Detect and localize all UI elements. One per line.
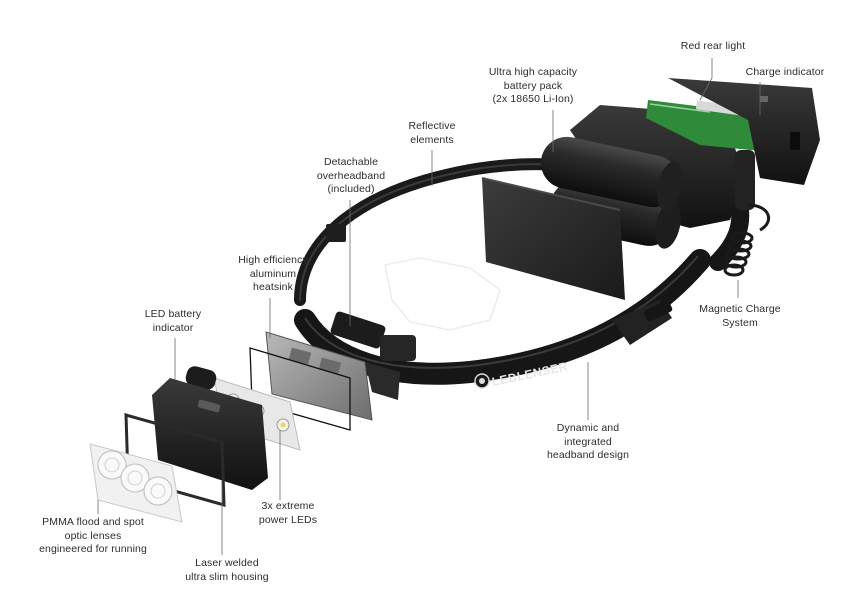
label-power-leds: 3x extreme power LEDs: [258, 500, 318, 526]
label-magnetic-charge: Magnetic Charge System: [699, 303, 781, 329]
indicator-button: [185, 366, 217, 390]
label-red-rear-light: Red rear light: [680, 40, 746, 52]
pmma-lens: [89, 443, 183, 523]
label-overheadband: Detachable overheadband (included): [316, 156, 386, 195]
battery-cover-panel: [481, 177, 625, 300]
label-pmma-lenses: PMMA flood and spot optic lenses enginee…: [39, 516, 147, 555]
leader-lines: [97, 58, 761, 555]
label-heatsink: High efficiency aluminum heatsink: [238, 254, 308, 293]
label-dynamic-headband: Dynamic and integrated headband design: [546, 422, 630, 461]
front-connector: [612, 300, 673, 345]
ghost-outline: [384, 257, 501, 331]
label-battery-pack: Ultra high capacity battery pack (2x 186…: [488, 66, 578, 105]
front-housing: [152, 378, 268, 490]
overheadband-clip: [326, 224, 416, 361]
leader-red-rear-light: [699, 58, 713, 101]
heatsink: [249, 331, 400, 431]
label-charge-indicator: Charge indicator: [745, 66, 825, 78]
label-led-battery-indicator: LED battery indicator: [144, 308, 202, 334]
label-laser-housing: Laser welded ultra slim housing: [185, 557, 269, 583]
coil-cable: [723, 203, 771, 277]
rear-light-module: [646, 78, 820, 185]
label-reflective-elements: Reflective elements: [408, 120, 456, 146]
